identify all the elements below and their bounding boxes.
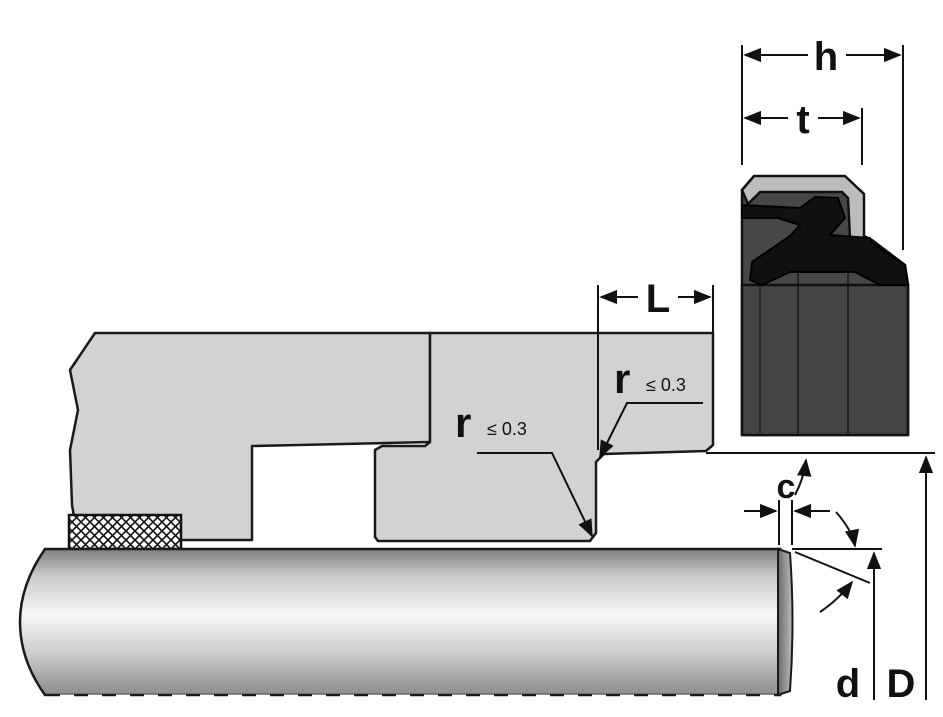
label-t: t xyxy=(796,98,809,142)
radius-lower-callout: r ≤ 0.3 xyxy=(455,399,593,538)
dimension-d: d xyxy=(836,551,882,706)
label-c: c xyxy=(777,468,796,506)
rod-seal xyxy=(740,174,910,437)
dimension-D: D xyxy=(887,455,934,706)
dimension-c: c xyxy=(744,458,830,545)
dimension-t: t xyxy=(743,98,863,165)
label-r-lower-value: ≤ 0.3 xyxy=(487,419,527,439)
dimension-L: L xyxy=(597,277,714,450)
label-r-upper: r xyxy=(614,355,630,402)
label-L: L xyxy=(646,277,670,321)
label-r-lower: r xyxy=(455,399,471,446)
label-r-upper-value: ≤ 0.3 xyxy=(646,375,686,395)
chamfer-angle xyxy=(794,511,871,613)
label-h: h xyxy=(814,35,838,79)
label-d: d xyxy=(836,662,860,706)
housing-gland xyxy=(373,331,715,543)
knurled-guide-ring xyxy=(67,513,183,551)
piston-rod xyxy=(18,547,794,698)
radius-upper-callout: r ≤ 0.3 xyxy=(599,355,703,459)
dimension-h: h xyxy=(741,35,904,250)
label-D: D xyxy=(887,662,916,706)
